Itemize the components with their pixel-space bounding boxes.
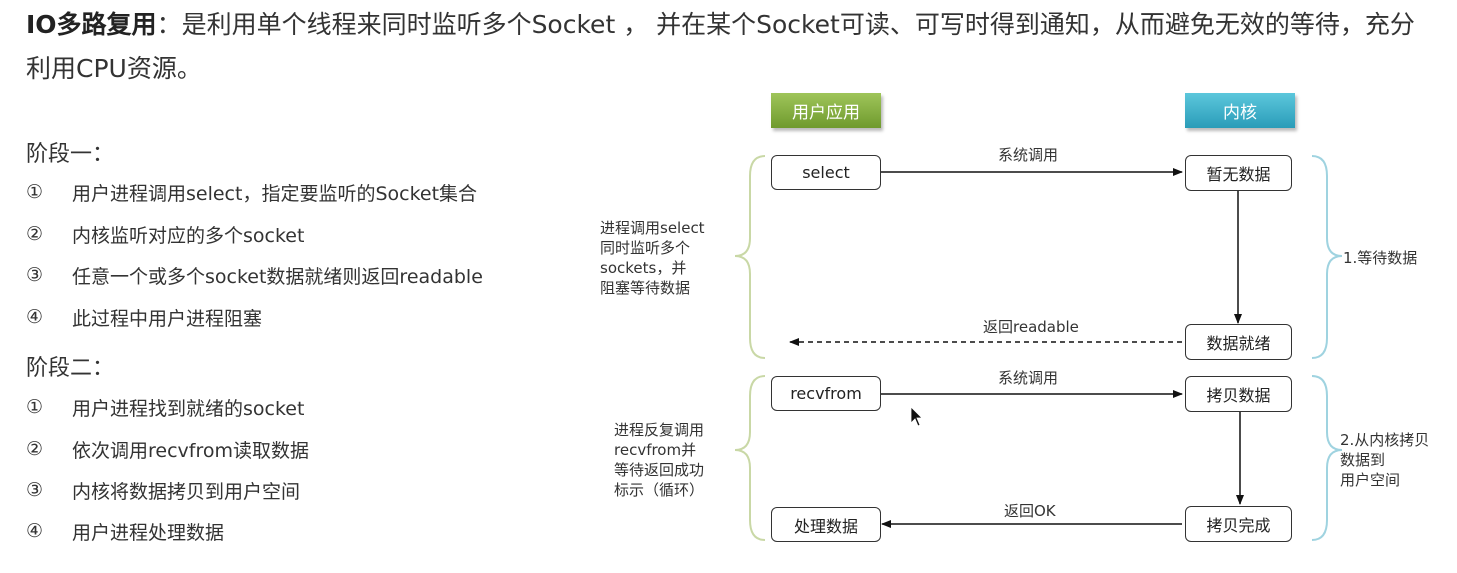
step-text: 用户进程处理数据 [72, 521, 225, 544]
box-select: select [771, 155, 881, 190]
label-syscall-2: 系统调用 [998, 369, 1059, 387]
stage2-title: 阶段二： [26, 356, 115, 381]
label-syscall-1: 系统调用 [998, 146, 1059, 164]
step-number: ② [26, 438, 44, 460]
intro-paragraph: IO多路复用：是利用单个线程来同时监听多个Socket ， 并在某个Socket… [26, 3, 1436, 91]
step-number: ④ [26, 306, 44, 328]
note-left-stage1: 进程调用select 同时监听多个 sockets，并 阻塞等待数据 [600, 219, 705, 297]
step-number: ④ [26, 520, 44, 542]
step-text: 用户进程找到就绪的socket [72, 397, 305, 420]
step-text: 内核将数据拷贝到用户空间 [72, 480, 301, 503]
brace-left-stage1 [734, 155, 766, 359]
step-number: ② [26, 223, 44, 245]
note-right-stage1: 1.等待数据 [1343, 249, 1418, 267]
note-left-stage2: 进程反复调用 recvfrom并 等待返回成功 标示（循环） [614, 421, 705, 499]
step-number: ① [26, 396, 44, 418]
stage1-step: ④ 此过程中用户进程阻塞 [26, 302, 262, 332]
box-data-ready: 数据就绪 [1185, 324, 1292, 360]
step-text: 内核监听对应的多个socket [72, 224, 305, 247]
stage1-step: ③ 任意一个或多个socket数据就绪则返回readable [26, 260, 483, 290]
stage2-step: ① 用户进程找到就绪的socket [26, 392, 304, 422]
step-text: 用户进程调用select，指定要监听的Socket集合 [72, 182, 478, 205]
box-recvfrom: recvfrom [771, 376, 881, 411]
step-number: ① [26, 181, 44, 203]
intro-term: IO多路复用 [26, 10, 157, 39]
box-no-data: 暂无数据 [1185, 155, 1292, 191]
header-user-app: 用户应用 [771, 93, 881, 128]
header-kernel: 内核 [1185, 93, 1295, 128]
stage2-step: ④ 用户进程处理数据 [26, 516, 224, 546]
box-copy-done: 拷贝完成 [1185, 506, 1292, 542]
note-right-stage2: 2.从内核拷贝 数据到 用户空间 [1340, 431, 1430, 489]
step-text: 此过程中用户进程阻塞 [72, 307, 263, 330]
step-number: ③ [26, 479, 44, 501]
step-number: ③ [26, 264, 44, 286]
intro-text: ：是利用单个线程来同时监听多个Socket ， 并在某个Socket可读、可写时… [26, 10, 1415, 83]
stage2-step: ② 依次调用recvfrom读取数据 [26, 434, 309, 464]
brace-right-stage1 [1311, 155, 1343, 359]
label-return-readable: 返回readable [983, 318, 1079, 336]
stage2-step: ③ 内核将数据拷贝到用户空间 [26, 475, 300, 505]
brace-right-stage2 [1311, 375, 1343, 541]
mouse-cursor-icon [910, 406, 923, 427]
stage1-title: 阶段一： [26, 142, 115, 167]
stage1-step: ① 用户进程调用select，指定要监听的Socket集合 [26, 177, 477, 207]
step-text: 依次调用recvfrom读取数据 [72, 439, 309, 462]
stage1-step: ② 内核监听对应的多个socket [26, 219, 304, 249]
box-copy-data: 拷贝数据 [1185, 376, 1292, 412]
label-return-ok: 返回OK [1004, 502, 1056, 520]
step-text: 任意一个或多个socket数据就绪则返回readable [72, 265, 483, 288]
brace-left-stage2 [734, 375, 766, 541]
box-process-data: 处理数据 [771, 507, 881, 542]
